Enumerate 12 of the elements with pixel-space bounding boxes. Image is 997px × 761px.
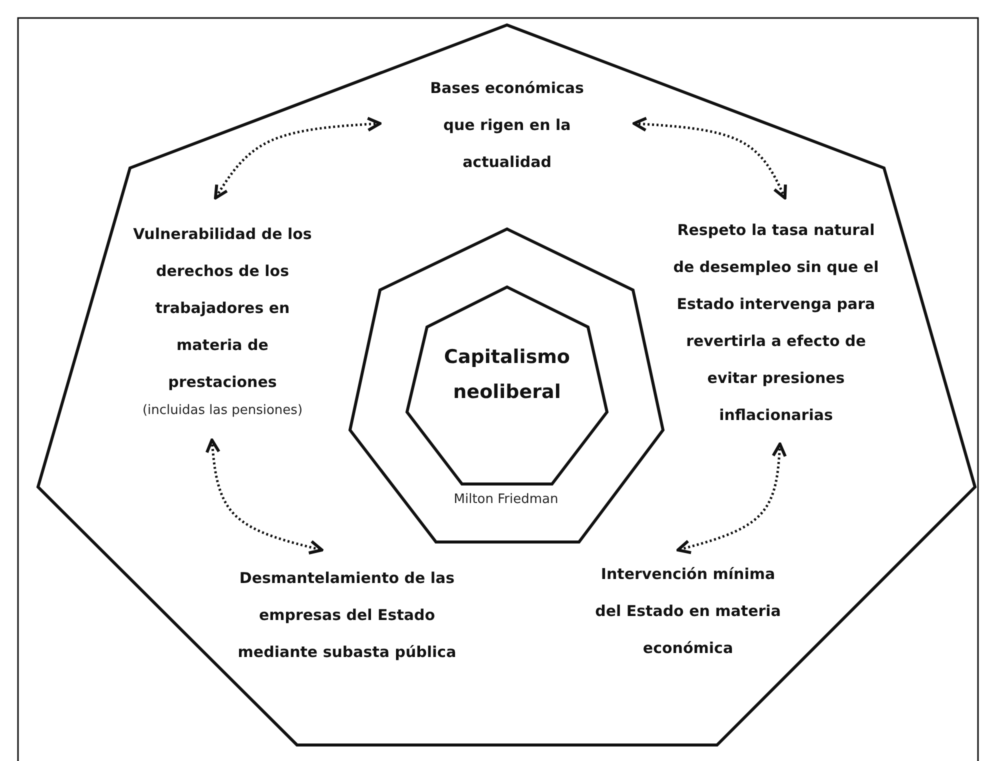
author-name: Milton Friedman [452,491,560,509]
statement-text: Intervención mínima del Estado en materia económica [594,564,782,659]
double-arrow [214,116,382,200]
double-arrow [632,116,787,200]
statement-text: Bases económicas que rigen en la actualidad [429,78,585,173]
note-text: (incluidas las pensiones) [141,402,304,420]
double-arrow [676,442,787,554]
statement-text: Respeto la tasa natural de desempleo sin que el Estado intervenga para revertirla a efecto de evitar presiones inflacionarias [672,220,880,426]
center-title: Capitalismo neoliberal [443,345,571,405]
double-arrow [205,438,324,554]
statement-text: Vulnerabilidad de los derechos de los trabajadores en materia de prestaciones [132,224,313,393]
statement-text: Desmantelamiento de las empresas del Estado mediante subasta pública [236,568,458,663]
